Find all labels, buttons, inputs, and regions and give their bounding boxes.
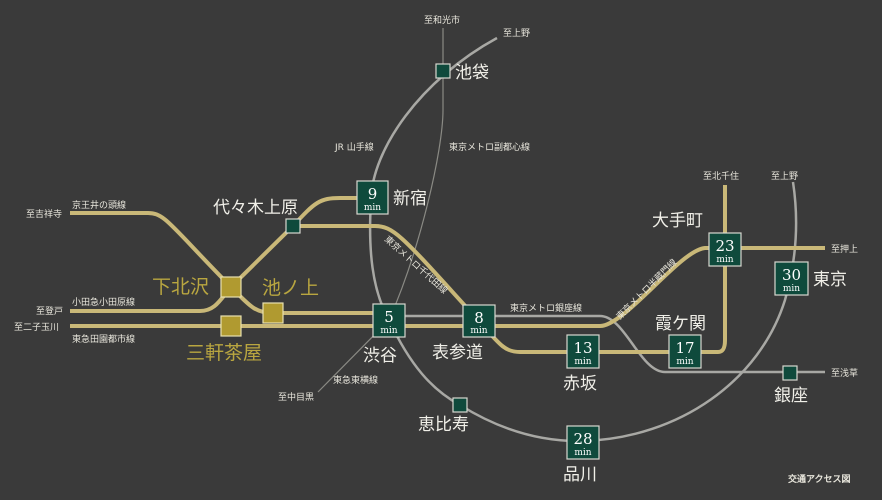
time-unit: min [574,357,591,367]
time-unit: min [364,203,381,213]
label-tokyo: 東京 [813,270,847,290]
time-unit: min [470,326,487,336]
destination-kichijoji: 至吉祥寺 [26,208,62,220]
line-label-toyoko: 東急東横線 [333,374,378,386]
station-ikenoue[interactable] [262,302,284,324]
line-label-hanzomon: 東京メトロ半蔵門線 [614,256,680,322]
label-shinjuku: 新宿 [393,189,427,209]
destination-oshiage: 至押上 [831,243,858,255]
destination-ueno-right: 至上野 [771,171,798,182]
line-label-odakyu: 小田急小田原線 [72,296,135,308]
label-ginza: 銀座 [774,386,808,406]
destination-ueno-top: 至上野 [503,28,530,39]
time-unit: min [380,326,397,336]
label-sangenjaya: 三軒茶屋 [186,342,262,364]
destination-kitasenju: 至北千住 [703,170,739,182]
label-omotesando: 表参道 [432,343,483,363]
destination-asakusa: 至浅草 [831,367,858,379]
fukutoshin-line [388,28,444,321]
destination-nakameguro: 至中目黒 [278,391,314,403]
time-value: 28 [573,430,592,448]
time-unit: min [783,284,800,294]
line-label-ginza: 東京メトロ銀座線 [510,302,582,314]
label-ikenoue: 池ノ上 [262,277,319,299]
label-akasaka: 赤坂 [563,374,597,394]
station-ikebukuro[interactable] [435,63,451,79]
station-sangenjaya[interactable] [220,315,242,337]
station-yoyogi-uehara[interactable] [285,218,301,234]
label-kasumigaseki: 霞ケ関 [655,314,706,334]
label-ikebukuro: 池袋 [455,63,489,83]
ginza-line [389,314,825,374]
time-unit: min [574,448,591,458]
line-label-denentoshi: 東急田園都市線 [72,333,135,345]
station-ebisu[interactable] [452,397,468,413]
time-unit: min [716,255,733,265]
label-ebisu: 恵比寿 [418,415,469,435]
destination-noborito: 至登戸 [36,306,63,317]
line-label-chiyoda: 東京メトロ千代田線 [382,233,450,296]
line-label-inokashira: 京王井の頭線 [72,199,126,211]
label-otemachi: 大手町 [652,211,703,231]
time-value: 8 [474,309,484,327]
odakyu-line [70,196,371,313]
station-shimokitazawa[interactable] [220,276,242,298]
destination-wakoshi: 至和光市 [424,14,460,26]
time-value: 13 [573,339,592,357]
time-value: 9 [368,185,378,203]
time-value: 30 [782,266,801,284]
destination-futakotamagawa: 至二子玉川 [14,322,59,333]
denentoshi-hanzomon-line [70,246,825,328]
time-value: 23 [715,237,734,255]
line-label-fukutoshin: 東京メトロ副都心線 [449,141,530,153]
map-title: 交通アクセス図 [788,473,851,485]
label-shibuya: 渋谷 [363,346,397,366]
line-label-yamanote: JR 山手線 [334,141,374,153]
label-yoyogi-uehara: 代々木上原 [213,198,298,218]
label-shimokitazawa: 下北沢 [152,276,209,298]
time-value: 5 [384,308,394,326]
time-unit: min [676,357,693,367]
label-shinagawa: 品川 [563,465,597,485]
station-ginza[interactable] [782,365,798,381]
time-value: 17 [675,339,694,357]
